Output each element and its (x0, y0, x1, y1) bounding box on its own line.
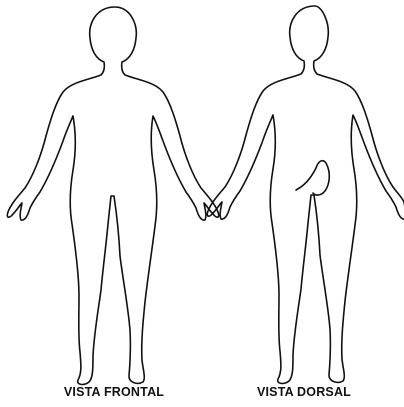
front-view-label: VISTA FRONTAL (56, 385, 172, 399)
front-figure-outline (7, 7, 218, 384)
front-view-figure (7, 7, 218, 384)
back-buttocks-line (296, 161, 329, 195)
back-figure-outline (207, 6, 404, 383)
back-view-figure (207, 6, 404, 383)
back-view-label: VISTA DORSAL (247, 385, 361, 399)
